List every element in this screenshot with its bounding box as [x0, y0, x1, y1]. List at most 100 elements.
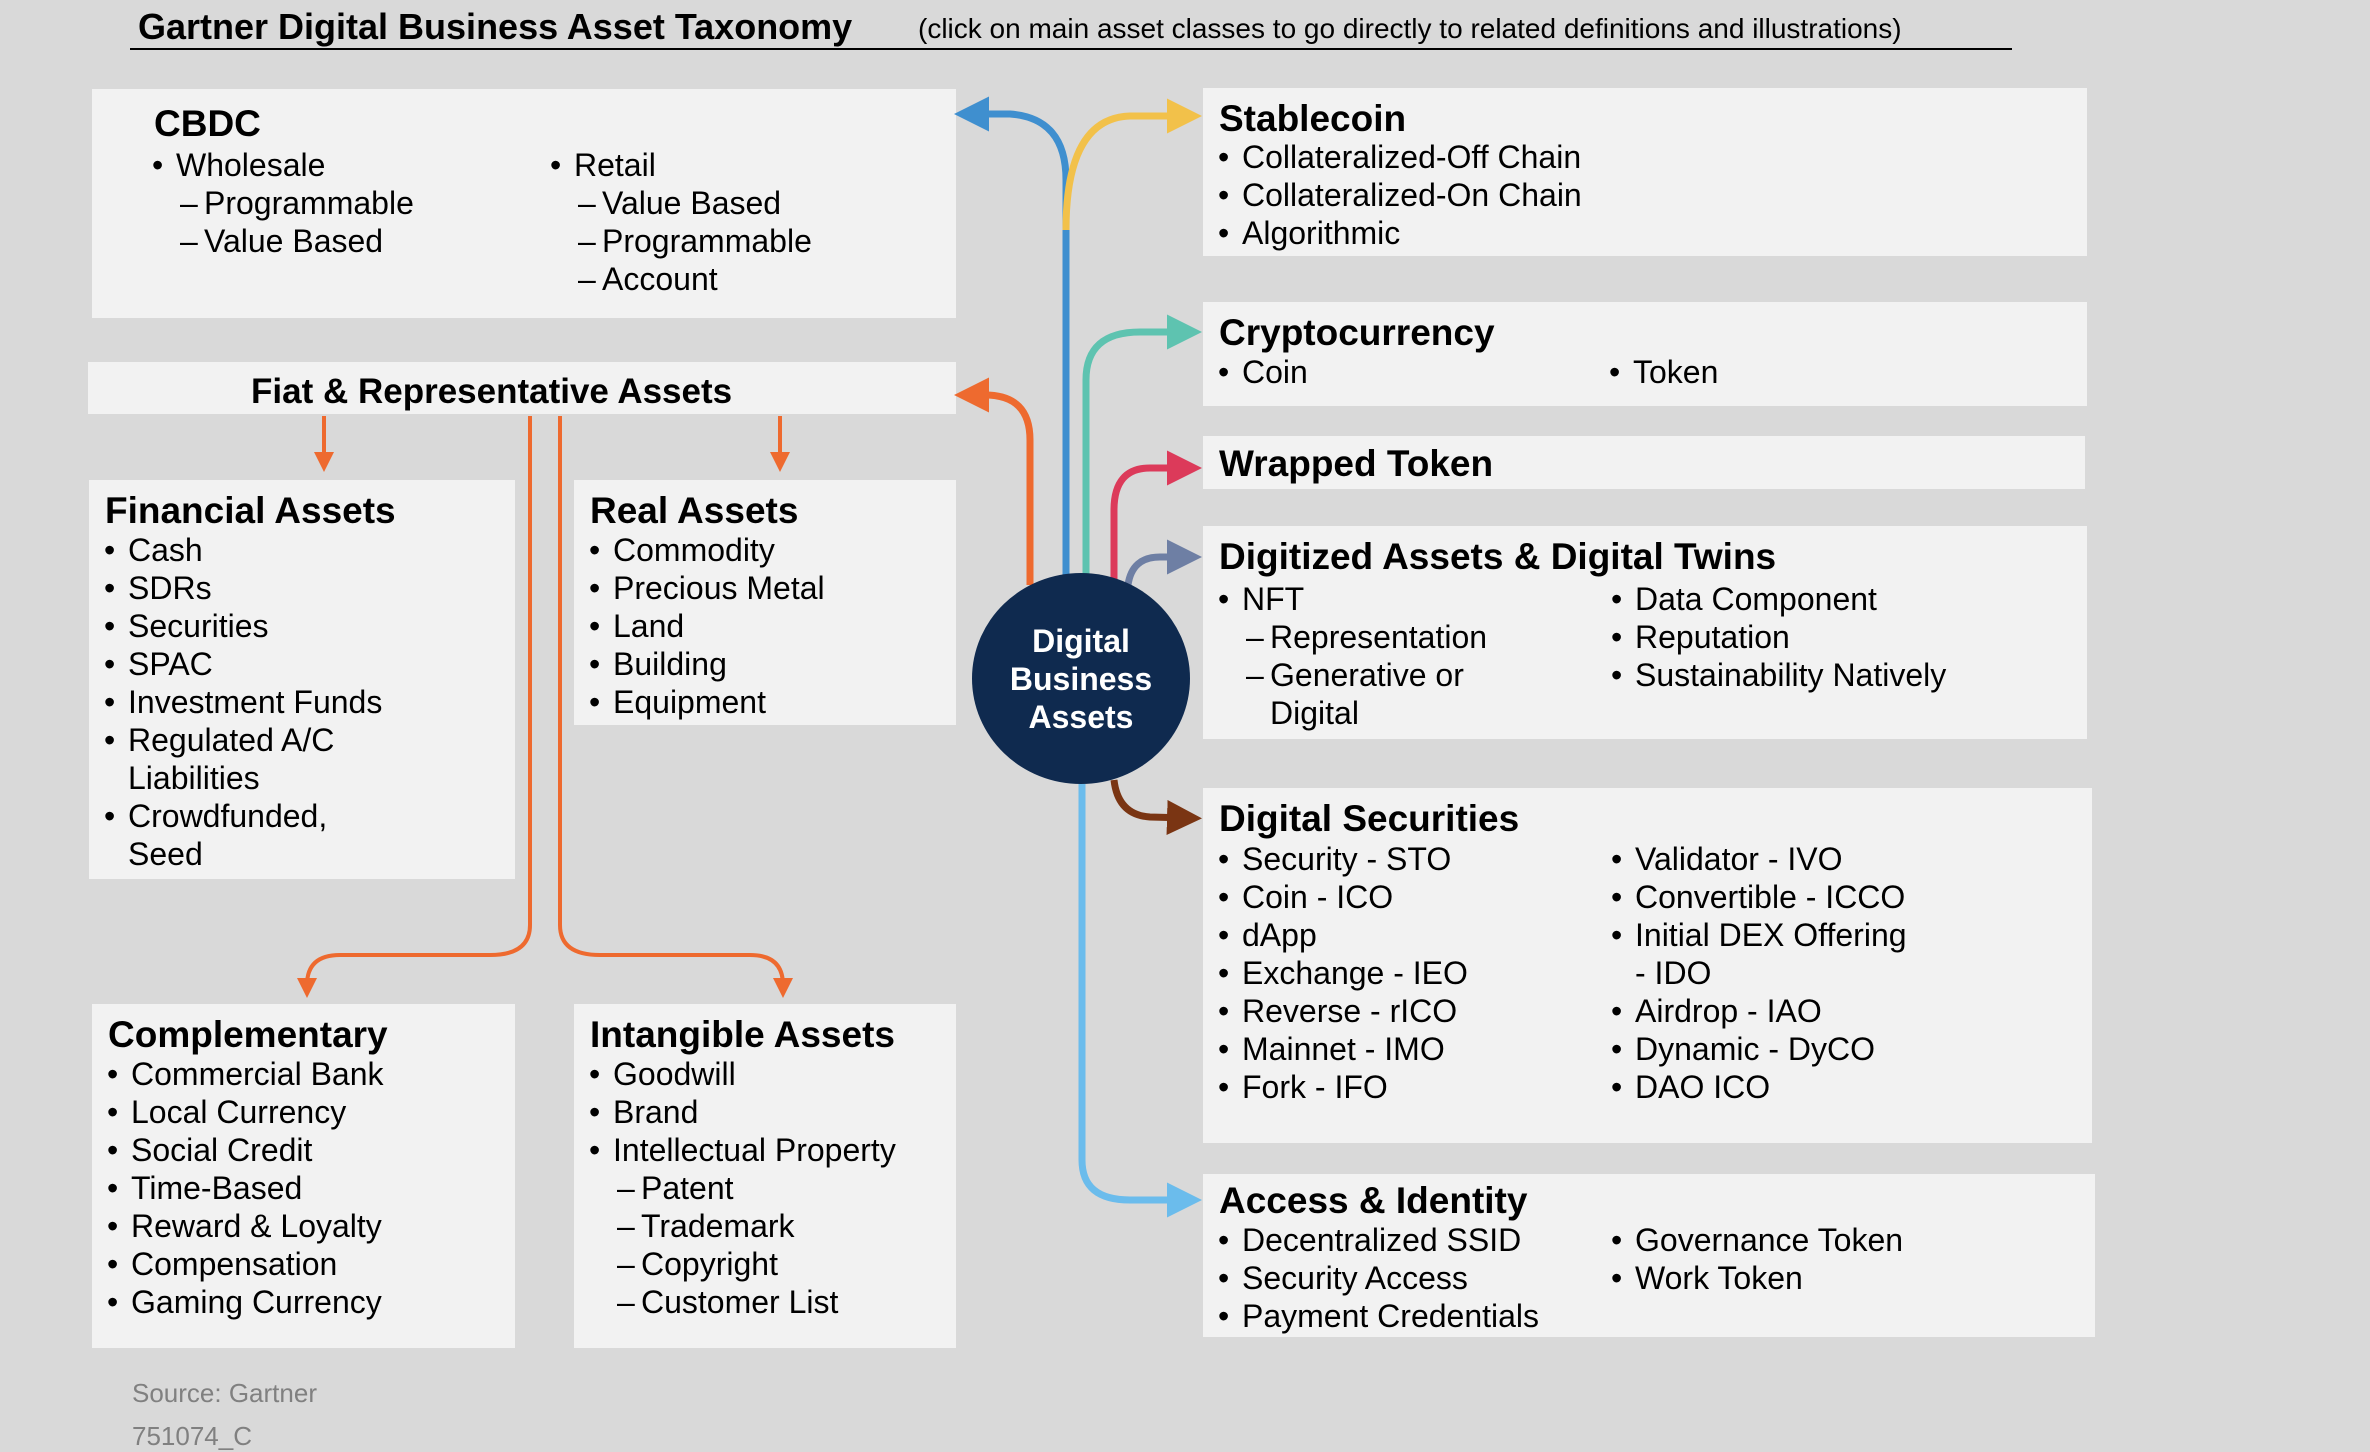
list-item: Fork - IFO [1218, 1068, 1468, 1106]
list-item: Equipment [589, 683, 825, 721]
fiat-title[interactable]: Fiat & Representative Assets [251, 372, 733, 411]
arrow-fiat-to-intangible [558, 416, 793, 998]
list-item: Mainnet - IMO [1218, 1030, 1468, 1068]
list-item: Wholesale [152, 146, 414, 184]
complementary-title[interactable]: Complementary [108, 1014, 388, 1055]
real-assets-title[interactable]: Real Assets [590, 490, 799, 531]
list-item: Commodity [589, 531, 825, 569]
cbdc-col1-list: WholesaleProgrammableValue Based [152, 146, 414, 260]
intangible-assets-title[interactable]: Intangible Assets [590, 1014, 895, 1055]
list-item: Building [589, 645, 825, 683]
list-item: DAO ICO [1611, 1068, 1907, 1106]
list-item: Gaming Currency [107, 1283, 384, 1321]
digital-business-assets-hub: Digital Business Assets [972, 573, 1190, 784]
digitized-assets-col2-list: Data ComponentReputationSustainability N… [1611, 580, 1946, 694]
list-item: Copyright [589, 1245, 896, 1283]
access-identity-col2-list: Governance TokenWork Token [1611, 1221, 1903, 1297]
list-item: Digital [1270, 695, 1359, 731]
list-item: Programmable [152, 184, 414, 222]
list-item: Precious Metal [589, 569, 825, 607]
list-item: Account [550, 260, 812, 298]
list-item: Investment Funds [104, 683, 382, 721]
list-item: Security Access [1218, 1259, 1539, 1297]
list-item: Seed [128, 836, 203, 872]
page-title: Gartner Digital Business Asset Taxonomy [138, 6, 853, 47]
list-item: Land [589, 607, 825, 645]
hub-label: Digital Business Assets [1009, 622, 1153, 735]
list-item: Patent [589, 1169, 896, 1207]
list-item: Decentralized SSID [1218, 1221, 1539, 1259]
arrow-to-access-identity [1078, 784, 1202, 1218]
list-item: Coin - ICO [1218, 878, 1468, 916]
list-item: Collateralized-On Chain [1218, 176, 1582, 214]
cryptocurrency-col2-list: Token [1609, 353, 1718, 391]
list-item: Payment Credentials [1218, 1297, 1539, 1335]
list-item: dApp [1218, 916, 1468, 954]
list-item: Trademark [589, 1207, 896, 1245]
list-item: Airdrop - IAO [1611, 992, 1907, 1030]
list-item: Cash [104, 531, 382, 569]
financial-assets-title[interactable]: Financial Assets [105, 490, 396, 531]
list-item: Exchange - IEO [1218, 954, 1468, 992]
list-item: Reputation [1611, 618, 1946, 656]
arrow-to-fiat [954, 377, 1034, 585]
list-item: Value Based [550, 184, 812, 222]
financial-assets-list: CashSDRsSecuritiesSPACInvestment FundsRe… [104, 531, 382, 873]
arrow-fiat-to-complementary [297, 416, 532, 998]
complementary-list: Commercial BankLocal CurrencySocial Cred… [107, 1055, 384, 1321]
arrow-to-digital-securities [1110, 779, 1202, 835]
stablecoin-title[interactable]: Stablecoin [1219, 98, 1407, 139]
list-item: Time-Based [107, 1169, 384, 1207]
access-identity-title[interactable]: Access & Identity [1219, 1180, 1528, 1221]
list-item: Intellectual Property [589, 1131, 896, 1169]
list-item: Social Credit [107, 1131, 384, 1169]
list-item: NFT [1218, 580, 1487, 618]
list-item: Brand [589, 1093, 896, 1131]
cbdc-col2-list: RetailValue BasedProgrammableAccount [550, 146, 812, 298]
stablecoin-box[interactable]: Stablecoin Collateralized-Off ChainColla… [1203, 88, 2087, 256]
list-item: SDRs [104, 569, 382, 607]
list-item: Goodwill [589, 1055, 896, 1093]
list-item: Reward & Loyalty [107, 1207, 384, 1245]
list-item: Generative or [1218, 656, 1487, 694]
wrapped-token-box[interactable]: Wrapped Token [1203, 436, 2085, 489]
list-item: Convertible - ICCO [1611, 878, 1907, 916]
arrow-to-wrapped-token [1110, 450, 1202, 585]
list-item: Sustainability Natively [1611, 656, 1946, 694]
digital-securities-title[interactable]: Digital Securities [1219, 798, 1520, 839]
real-assets-list: CommodityPrecious MetalLandBuildingEquip… [589, 531, 825, 721]
digitized-assets-title[interactable]: Digitized Assets & Digital Twins [1219, 536, 1777, 577]
arrow-to-stablecoin [1062, 98, 1202, 231]
cbdc-title[interactable]: CBDC [154, 103, 261, 144]
financial-assets-box[interactable]: Financial Assets CashSDRsSecuritiesSPACI… [89, 480, 515, 879]
list-item: Algorithmic [1218, 214, 1582, 252]
access-identity-box[interactable]: Access & Identity Decentralized SSIDSecu… [1203, 1174, 2095, 1337]
digital-securities-box[interactable]: Digital Securities Security - STOCoin - … [1203, 788, 2092, 1143]
digital-securities-col2-list: Validator - IVOConvertible - ICCOInitial… [1611, 840, 1907, 1106]
complementary-box[interactable]: Complementary Commercial BankLocal Curre… [92, 1004, 515, 1348]
intangible-assets-box[interactable]: Intangible Assets GoodwillBrandIntellect… [574, 1004, 956, 1348]
cryptocurrency-title[interactable]: Cryptocurrency [1219, 312, 1495, 353]
list-item: SPAC [104, 645, 382, 683]
list-item: Governance Token [1611, 1221, 1903, 1259]
fiat-box[interactable]: Fiat & Representative Assets [88, 362, 956, 414]
list-item: Reverse - rICO [1218, 992, 1468, 1030]
list-item: Coin [1218, 353, 1308, 391]
list-item: Representation [1218, 618, 1487, 656]
cryptocurrency-box[interactable]: Cryptocurrency Coin Token [1203, 302, 2087, 406]
wrapped-token-title[interactable]: Wrapped Token [1219, 443, 1494, 484]
cryptocurrency-col1-list: Coin [1218, 353, 1308, 391]
list-item: Validator - IVO [1611, 840, 1907, 878]
digitized-assets-box[interactable]: Digitized Assets & Digital Twins NFTRepr… [1203, 526, 2087, 739]
list-item: Programmable [550, 222, 812, 260]
arrow-to-cryptocurrency [1082, 314, 1202, 580]
list-item: Security - STO [1218, 840, 1468, 878]
digital-securities-col1-list: Security - STOCoin - ICOdAppExchange - I… [1218, 840, 1468, 1106]
list-item: Initial DEX Offering [1611, 916, 1907, 954]
list-item: Value Based [152, 222, 414, 260]
cbdc-box[interactable]: CBDC WholesaleProgrammableValue Based Re… [92, 89, 956, 318]
list-item: Securities [104, 607, 382, 645]
real-assets-box[interactable]: Real Assets CommodityPrecious MetalLandB… [574, 480, 956, 725]
list-item: Work Token [1611, 1259, 1903, 1297]
intangible-assets-list: GoodwillBrandIntellectual PropertyPatent… [589, 1055, 896, 1321]
